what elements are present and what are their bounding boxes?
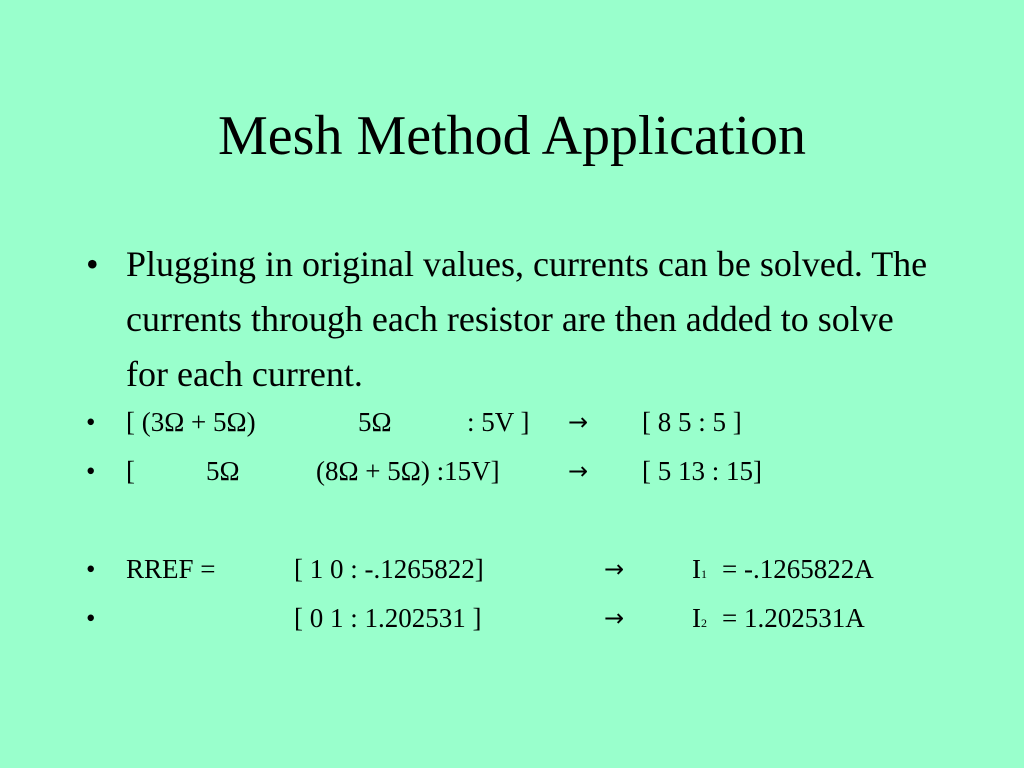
- current-subscript: 1: [701, 567, 707, 581]
- bullet-marker: •: [86, 603, 96, 633]
- current-var: I: [692, 554, 701, 584]
- rref-row-2: • [ 0 1 : 1.202531 ] → I2 = 1.202531A: [86, 600, 986, 636]
- bullet-marker: •: [86, 407, 96, 437]
- rref-matrix-row: [ 1 0 : -.1265822]: [294, 554, 484, 584]
- current-value: = -.1265822A: [722, 554, 874, 584]
- equation-term-a: [ (3Ω + 5Ω): [126, 407, 256, 437]
- right-arrow-icon: →: [568, 408, 589, 436]
- right-arrow-icon: →: [604, 555, 625, 583]
- equation-term-c: (8Ω + 5Ω) :15V]: [316, 456, 500, 486]
- equation-term-b: 5Ω: [206, 456, 240, 486]
- rref-label: RREF =: [126, 554, 216, 584]
- current-var: I: [692, 603, 701, 633]
- bullet-paragraph: • Plugging in original values, currents …: [86, 237, 936, 402]
- current-label: I1: [692, 551, 707, 592]
- current-value: = 1.202531A: [722, 603, 865, 633]
- augmented-row: [ 5 13 : 15]: [642, 456, 762, 486]
- bullet-marker: •: [86, 554, 96, 584]
- augmented-row: [ 8 5 : 5 ]: [642, 407, 742, 437]
- rref-row-1: • RREF = [ 1 0 : -.1265822] → I1 = -.126…: [86, 551, 986, 587]
- equation-term-b: 5Ω: [358, 407, 392, 437]
- equation-row-2: • [ 5Ω (8Ω + 5Ω) :15V] → [ 5 13 : 15]: [86, 453, 986, 489]
- rref-matrix-row: [ 0 1 : 1.202531 ]: [294, 603, 482, 633]
- bullet-marker: •: [86, 456, 96, 486]
- current-subscript: 2: [701, 616, 707, 630]
- equation-term-a: [: [126, 456, 135, 486]
- current-label: I2: [692, 600, 707, 641]
- right-arrow-icon: →: [568, 457, 589, 485]
- equation-row-1: • [ (3Ω + 5Ω) 5Ω : 5V ] → [ 8 5 : 5 ]: [86, 404, 986, 440]
- right-arrow-icon: →: [604, 604, 625, 632]
- bullet-marker: •: [86, 244, 99, 284]
- paragraph-text: Plugging in original values, currents ca…: [126, 244, 928, 394]
- slide-title: Mesh Method Application: [218, 105, 806, 167]
- equation-term-c: : 5V ]: [467, 407, 530, 437]
